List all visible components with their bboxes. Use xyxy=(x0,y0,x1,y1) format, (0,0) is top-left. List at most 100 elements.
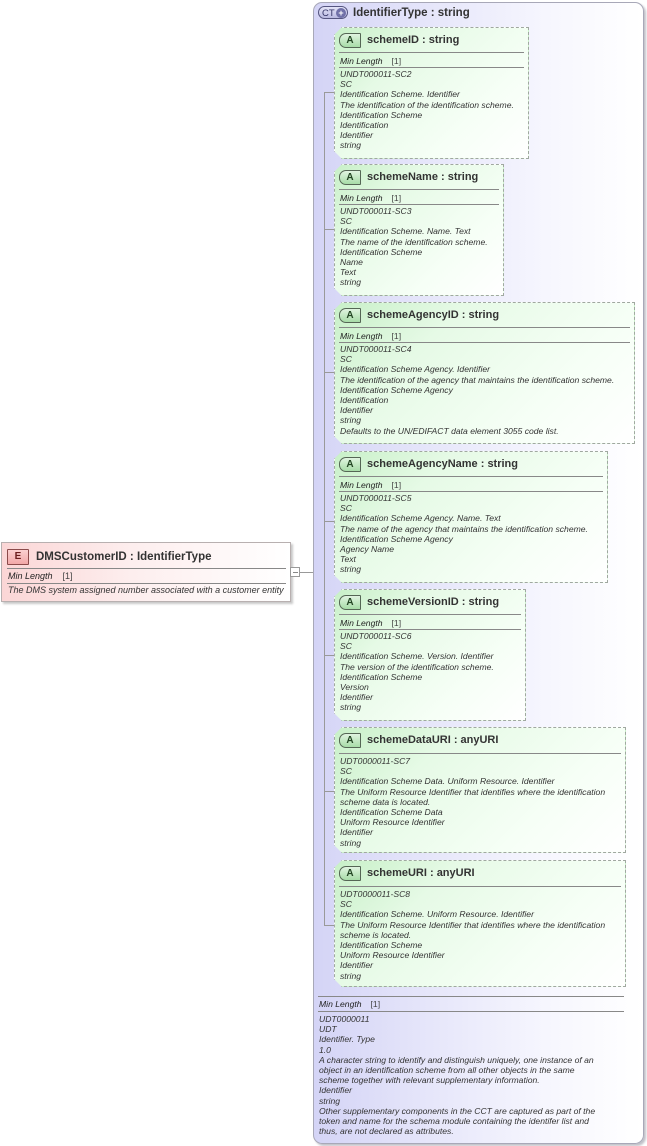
doc-line: Identification Scheme. Name. Text xyxy=(340,226,471,237)
doc-line: Identification Scheme. Identifier xyxy=(340,89,460,100)
doc-line: Identifier xyxy=(340,130,373,141)
doc-line: UDT xyxy=(319,1024,337,1035)
attribute-header: A schemeDataURI : anyURI xyxy=(339,732,498,748)
doc-line: Name xyxy=(340,257,363,268)
connector-spine xyxy=(324,92,325,926)
attribute-box-schemename[interactable]: A schemeName : string Min Length[1] UNDT… xyxy=(334,164,504,296)
attribute-documentation: UNDT000011-SC2 SC Identification Scheme.… xyxy=(340,69,514,151)
attribute-title: schemeURI : anyURI xyxy=(367,867,475,879)
connector-line xyxy=(300,572,324,573)
doc-line: string xyxy=(340,415,362,426)
attribute-documentation: UDT0000011-SC7 SC Identification Scheme … xyxy=(340,756,605,848)
complex-type-facet: Min Length [1] xyxy=(319,999,380,1009)
doc-line: SC xyxy=(340,766,352,777)
divider xyxy=(318,1011,624,1012)
doc-line: Identifier xyxy=(340,692,373,703)
element-facet: Min Length[1] xyxy=(8,571,73,581)
doc-line: 1.0 xyxy=(319,1044,331,1055)
attribute-badge-icon: A xyxy=(339,308,361,323)
attribute-facet: Min Length[1] xyxy=(340,480,401,490)
element-box-dmscustomerid[interactable]: E DMSCustomerID : IdentifierType Min Len… xyxy=(1,542,291,602)
badge-label: CT xyxy=(322,8,335,19)
element-documentation: The DMS system assigned number associate… xyxy=(8,585,284,595)
doc-line: UDT0000011-SC7 xyxy=(340,756,411,766)
facet-value: [1] xyxy=(370,999,381,1009)
doc-line: string xyxy=(340,564,362,575)
attribute-box-schemeagencyid[interactable]: A schemeAgencyID : string Min Length[1] … xyxy=(334,302,635,444)
connector-line xyxy=(324,229,334,230)
attribute-facet: Min Length[1] xyxy=(340,331,401,341)
doc-line: UDT0000011 xyxy=(319,1014,370,1024)
doc-line: A character string to identify and disti… xyxy=(319,1054,594,1065)
attribute-title: schemeVersionID : string xyxy=(367,596,500,608)
doc-line: Identifier xyxy=(340,960,373,971)
doc-line: SC xyxy=(340,899,352,910)
doc-line: UNDT000011-SC3 xyxy=(340,206,412,216)
attribute-header: A schemeID : string xyxy=(339,32,459,48)
doc-line: Identification Scheme xyxy=(340,109,423,120)
attribute-title: schemeName : string xyxy=(367,171,479,183)
attribute-title: schemeAgencyName : string xyxy=(367,458,518,470)
doc-line: string xyxy=(319,1095,341,1106)
attribute-header: A schemeName : string xyxy=(339,169,478,185)
attribute-facet: Min Length[1] xyxy=(340,56,401,66)
attribute-badge-icon: A xyxy=(339,170,361,185)
facet-label: Min Length xyxy=(340,193,383,203)
divider xyxy=(339,189,499,190)
complex-type-title: IdentifierType : string xyxy=(353,6,470,19)
complex-type-documentation: UDT0000011 UDT Identifier. Type 1.0 A ch… xyxy=(319,1014,595,1136)
attribute-badge-icon: A xyxy=(339,457,361,472)
doc-line: Version xyxy=(340,682,369,693)
facet-label: Min Length xyxy=(340,618,383,628)
doc-line: token and name for the schema module con… xyxy=(319,1116,589,1127)
doc-line: string xyxy=(340,140,362,151)
facet-value: [1] xyxy=(391,480,402,490)
divider xyxy=(339,629,521,630)
doc-line: The identification of the identification… xyxy=(340,99,514,110)
doc-line: Defaults to the UN/EDIFACT data element … xyxy=(340,425,559,436)
collapse-toggle-icon[interactable] xyxy=(290,567,300,577)
attribute-badge-icon: A xyxy=(339,595,361,610)
attribute-box-schemeversionid[interactable]: A schemeVersionID : string Min Length [1]… xyxy=(334,589,526,721)
facet-value: [1] xyxy=(62,571,73,581)
facet-label: Min Length xyxy=(340,56,383,66)
doc-line: Identification Scheme Agency xyxy=(340,533,453,544)
attribute-facet: Min Length[1] xyxy=(340,193,401,203)
facet-label: Min Length xyxy=(319,999,362,1009)
element-header: E DMSCustomerID : IdentifierType xyxy=(7,548,212,566)
attribute-documentation: UDT0000011-SC8 SC Identification Scheme.… xyxy=(340,889,605,981)
complex-type-header: CT + IdentifierType : string xyxy=(318,6,470,19)
doc-line: UNDT000011-SC5 xyxy=(340,493,412,503)
divider xyxy=(7,568,286,569)
doc-line: SC xyxy=(340,503,352,514)
attribute-documentation: UNDT000011-SC6 SC Identification Scheme.… xyxy=(340,631,494,713)
connector-line xyxy=(324,925,334,926)
doc-line: Uniform Resource Identifier xyxy=(340,817,445,828)
doc-line: UDT0000011-SC8 xyxy=(340,889,411,899)
facet-value: [1] xyxy=(391,618,402,628)
doc-line: SC xyxy=(340,79,352,90)
divider xyxy=(339,67,524,68)
attribute-badge-icon: A xyxy=(339,866,361,881)
doc-line: string xyxy=(340,277,362,288)
divider xyxy=(339,342,630,343)
doc-line: Identification Scheme Data xyxy=(340,807,443,818)
attribute-title: schemeDataURI : anyURI xyxy=(367,734,499,746)
connector-line xyxy=(324,655,334,656)
attribute-box-schemeuri[interactable]: A schemeURI : anyURI UDT0000011-SC8 SC I… xyxy=(334,860,626,987)
doc-line: The Uniform Resource Identifier that ide… xyxy=(340,919,606,930)
attribute-box-schemedatauri[interactable]: A schemeDataURI : anyURI UDT0000011-SC7 … xyxy=(334,727,626,853)
attribute-box-schemeagencyname[interactable]: A schemeAgencyName : string Min Length[1… xyxy=(334,451,608,583)
divider xyxy=(339,327,630,328)
doc-line: Identification xyxy=(340,120,389,131)
doc-line: object in an identification scheme from … xyxy=(319,1065,575,1076)
element-badge-icon: E xyxy=(7,549,29,565)
attribute-box-schemeid[interactable]: A schemeID : string Min Length[1] UNDT00… xyxy=(334,27,529,159)
doc-line: The name of the identification scheme. xyxy=(340,236,488,247)
doc-line: Identification xyxy=(340,395,389,406)
doc-line: Identification Scheme Agency xyxy=(340,384,453,395)
plus-icon: + xyxy=(336,8,346,18)
attribute-header: A schemeURI : anyURI xyxy=(339,865,475,881)
divider xyxy=(339,614,521,615)
attribute-documentation: UNDT000011-SC4 SC Identification Scheme … xyxy=(340,344,614,436)
